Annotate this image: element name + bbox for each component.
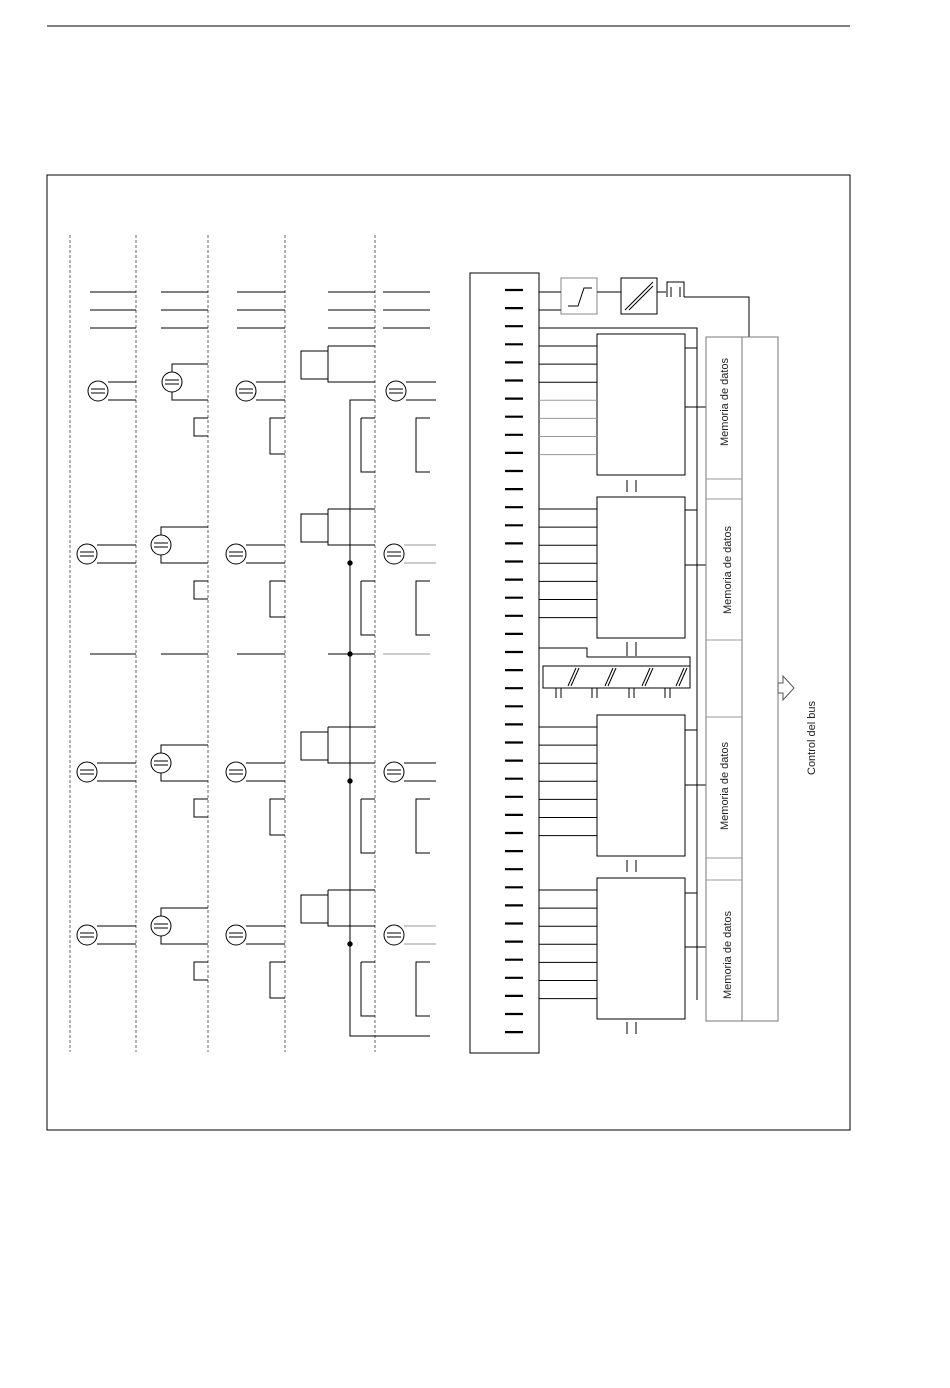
common-bus <box>348 400 430 1036</box>
connector-strip <box>470 273 539 1053</box>
memory-label-3: Memoria de datos <box>719 741 731 830</box>
bus-control-label: Control del bus <box>806 701 818 775</box>
processing-blocks <box>597 334 685 1019</box>
top-lines <box>90 292 430 328</box>
memory-label-4: Memoria de datos <box>722 910 734 999</box>
dashed-separators <box>70 235 375 1052</box>
sensor-group-3 <box>77 727 436 853</box>
block-input-lines <box>539 346 597 999</box>
converter-bar <box>539 648 690 698</box>
bus-arrow <box>778 676 794 700</box>
memory-label-1: Memoria de datos <box>719 357 731 446</box>
memory-column <box>706 337 778 1021</box>
sensor-group-2 <box>77 509 436 635</box>
connector-pins <box>505 290 523 1032</box>
sensor-group-4 <box>77 890 436 1016</box>
sensor-group-1 <box>88 346 436 472</box>
memory-label-2: Memoria de datos <box>722 525 734 614</box>
